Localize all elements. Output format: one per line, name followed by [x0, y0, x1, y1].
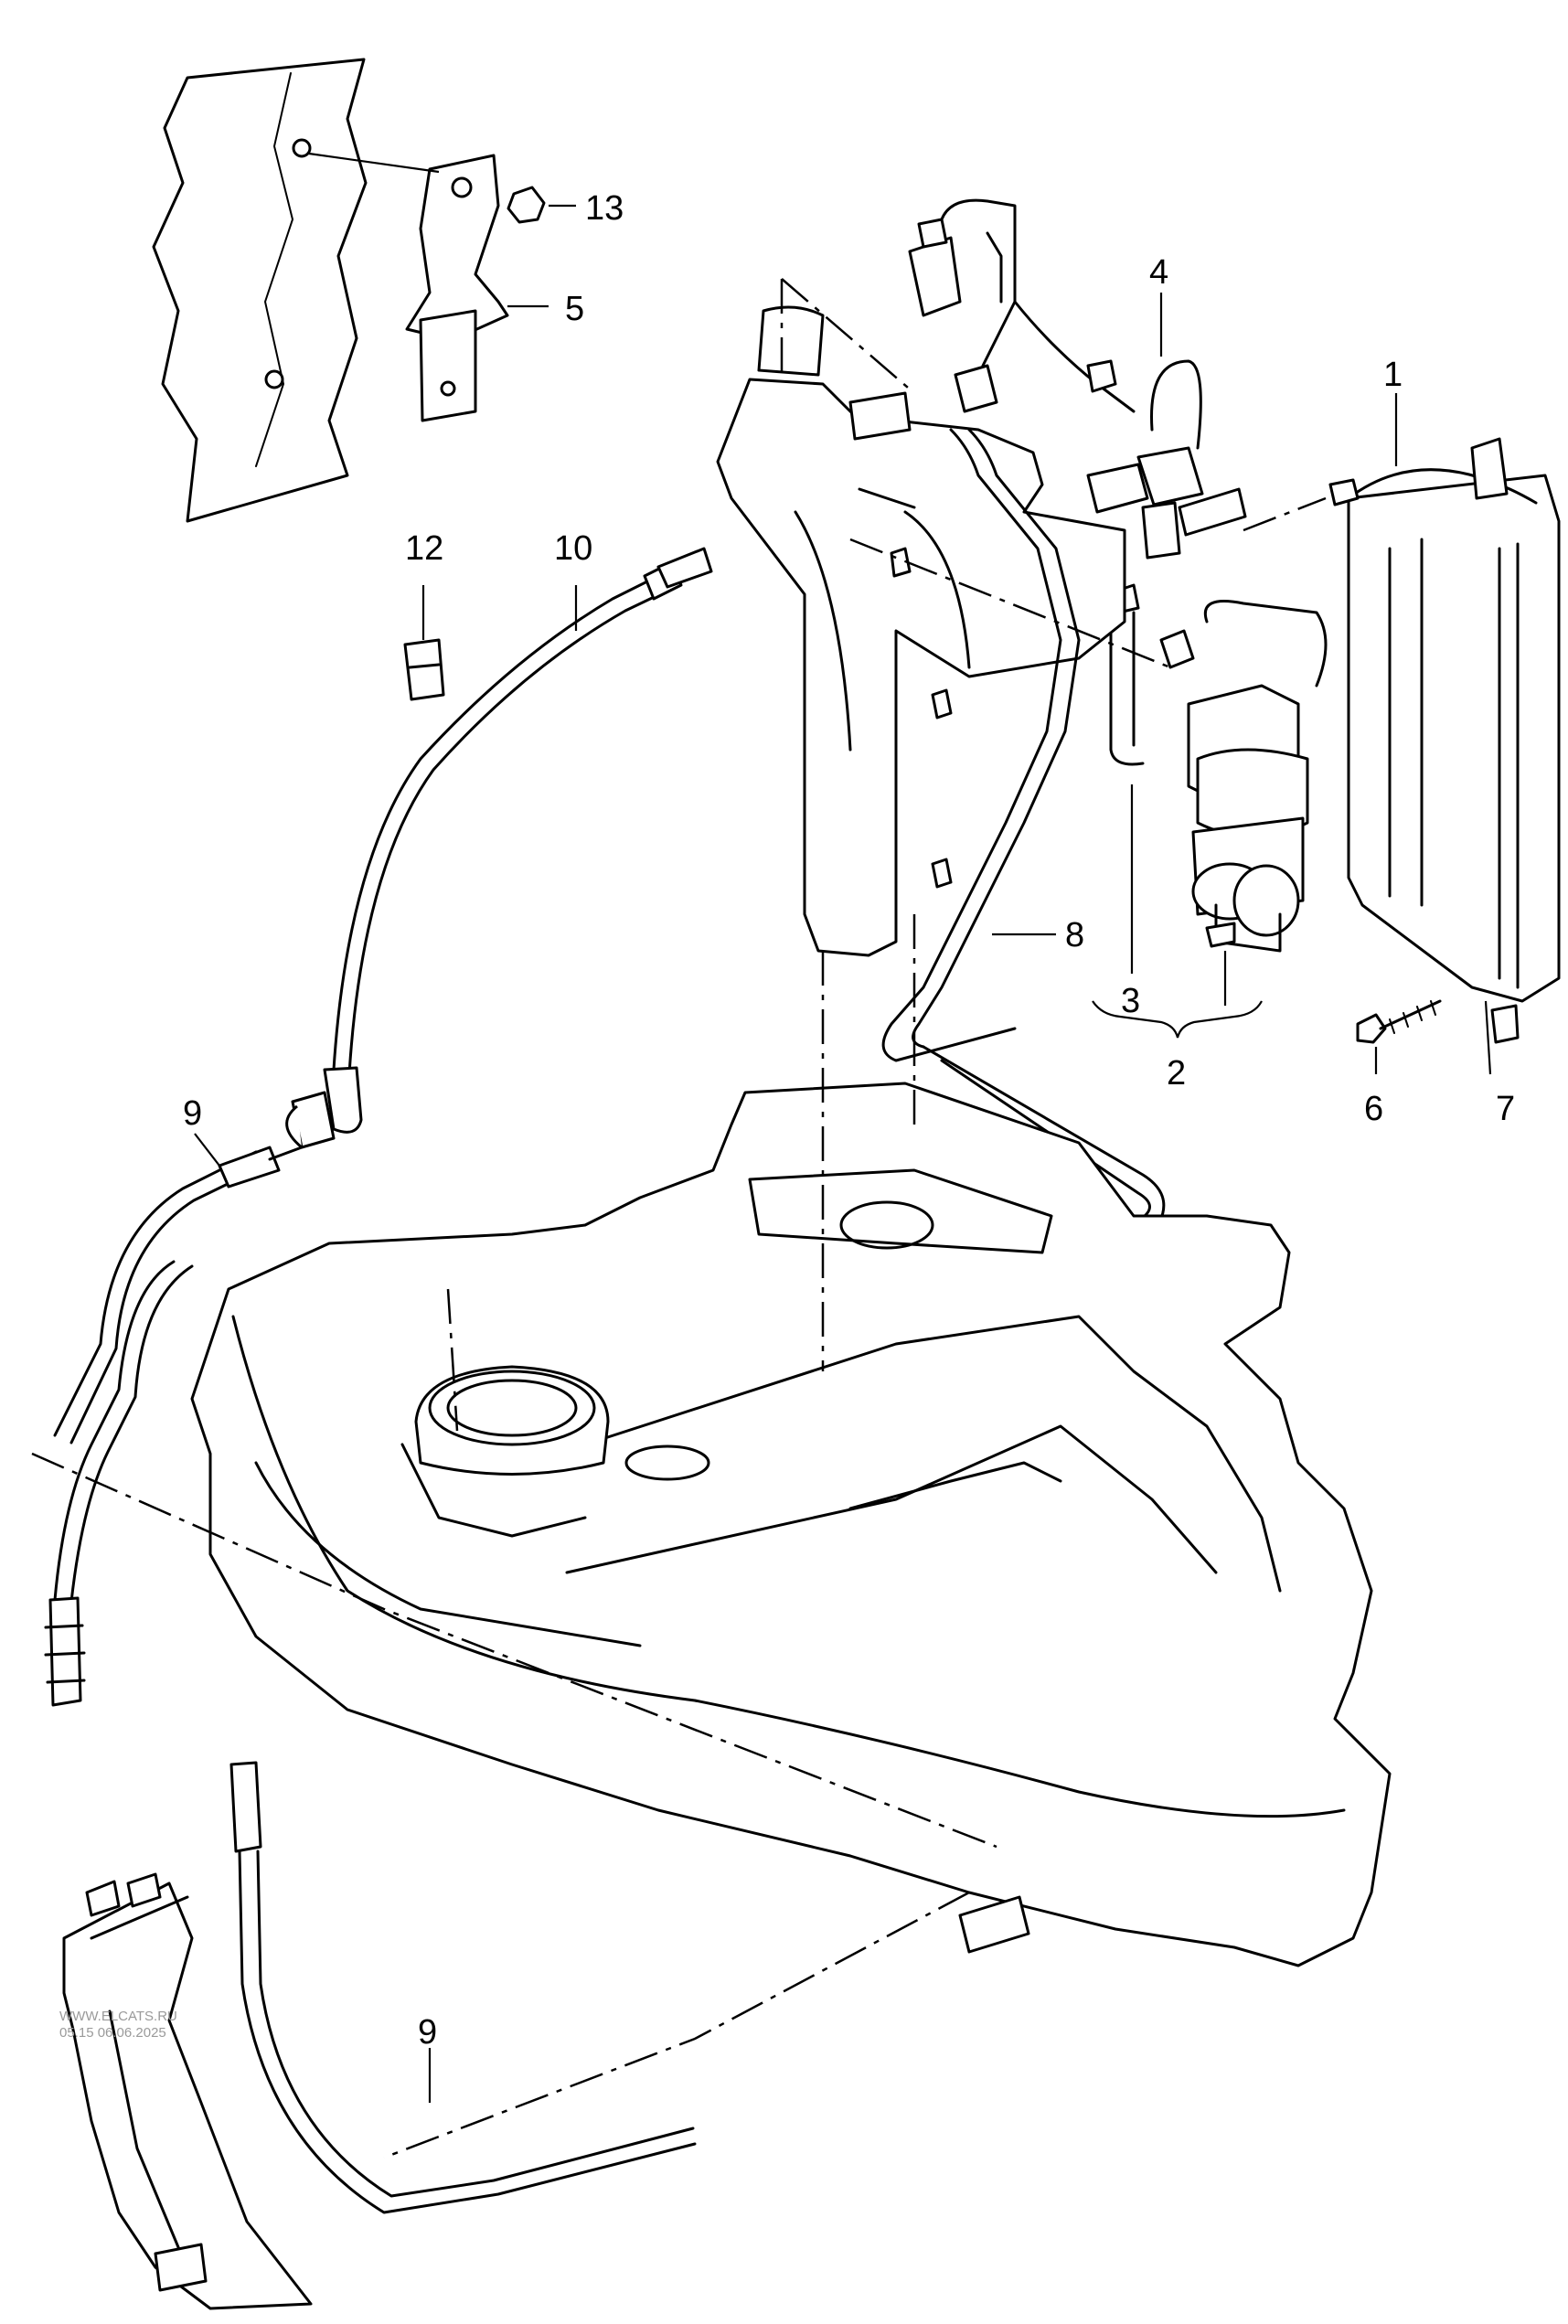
charcoal-canister-1	[1328, 437, 1561, 1003]
callout-12: 12	[405, 529, 443, 568]
watermark-line-1: WWW.ELCATS.RU	[59, 2009, 177, 2024]
bracket-5	[405, 154, 509, 422]
callout-4: 4	[1149, 253, 1168, 292]
callout-7: 7	[1496, 1090, 1515, 1128]
leader-lines	[194, 152, 1492, 2103]
filler-neck-assembly	[716, 305, 1126, 957]
watermark-line-2: 05.15 06.06.2025	[59, 2025, 166, 2041]
clip-12	[403, 638, 445, 701]
body-panel-bottom-left	[62, 1872, 313, 2310]
fuel-filter-assembly-2	[1104, 583, 1328, 953]
callout-9-lower: 9	[418, 2013, 437, 2052]
clip-7	[1490, 1004, 1520, 1044]
fuel-line-9-upper	[44, 1146, 304, 1707]
callout-13: 13	[585, 189, 624, 228]
callout-labels: 1 2 3 4 5 6 7 8 9 9 10 12 13	[183, 189, 1515, 2052]
fuel-tank	[190, 1082, 1392, 1967]
screw-6	[1356, 999, 1442, 1044]
callout-10: 10	[554, 529, 592, 568]
callout-5: 5	[565, 290, 584, 328]
callout-8: 8	[1065, 916, 1084, 954]
callout-3: 3	[1121, 982, 1140, 1020]
body-panel-top-left	[152, 58, 368, 523]
watermark: WWW.ELCATS.RU 05.15 06.06.2025	[59, 2009, 177, 2041]
nut-13	[507, 186, 546, 224]
fuel-line-9-lower	[229, 1761, 697, 2214]
reference-lines	[31, 278, 1327, 2159]
callout-2: 2	[1167, 1054, 1186, 1093]
callout-1: 1	[1383, 356, 1403, 394]
callout-6: 6	[1364, 1090, 1383, 1128]
fuel-line-10	[285, 547, 713, 1149]
solenoid-valve-4	[1086, 359, 1247, 560]
breather-hose-8	[881, 198, 1136, 1062]
callout-9-upper: 9	[183, 1094, 202, 1133]
